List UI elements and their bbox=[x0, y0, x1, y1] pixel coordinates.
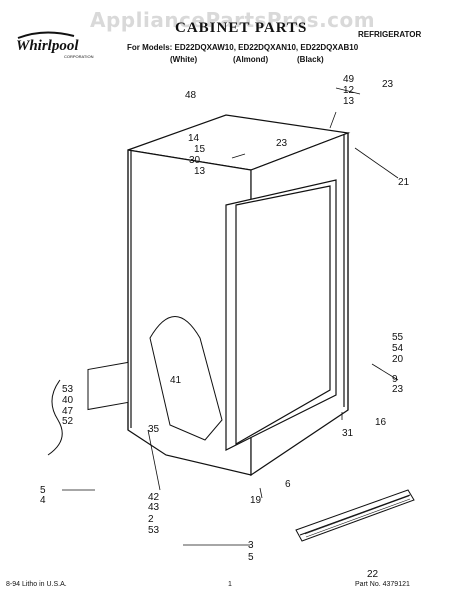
side-cutout bbox=[149, 316, 223, 441]
callout-number: 21 bbox=[398, 177, 410, 188]
models-line: For Models: ED22DQXAW10, ED22DQXAN10, ED… bbox=[127, 43, 359, 52]
callout-number: 30 bbox=[189, 155, 201, 166]
color-almond: (Almond) bbox=[233, 55, 269, 64]
callout-number: 52 bbox=[62, 416, 74, 427]
callout-number: 23 bbox=[276, 138, 288, 149]
brand-subtitle: CORPORATION bbox=[64, 54, 94, 59]
callout-number: 49 bbox=[343, 74, 355, 85]
callout-number: 5 bbox=[248, 552, 254, 563]
callout-number: 16 bbox=[375, 417, 387, 428]
callout-number: 22 bbox=[367, 569, 379, 580]
callout-number: 12 bbox=[343, 85, 355, 96]
callout-number: 53 bbox=[148, 525, 160, 536]
callout-number: 54 bbox=[392, 343, 404, 354]
callout-number: 9 bbox=[392, 374, 398, 385]
callout-number: 53 bbox=[62, 384, 74, 395]
toe-grille bbox=[295, 489, 415, 542]
callout-number: 23 bbox=[392, 384, 404, 395]
callout-number: 20 bbox=[392, 354, 404, 365]
page-title: CABINET PARTS bbox=[175, 20, 308, 36]
callout-number: 5 bbox=[40, 485, 46, 496]
callout-number: 14 bbox=[188, 133, 200, 144]
whirlpool-logo-swoosh: Whirlpool CORPORATION bbox=[16, 31, 94, 59]
callout-number: 2 bbox=[148, 514, 154, 525]
callout-number: 3 bbox=[248, 540, 254, 551]
callout-number: 35 bbox=[148, 424, 160, 435]
callout-number: 41 bbox=[170, 375, 182, 386]
callout-number: 4 bbox=[40, 495, 46, 506]
color-white: (White) bbox=[170, 55, 198, 64]
callout-number: 19 bbox=[250, 495, 262, 506]
power-cord bbox=[47, 361, 129, 456]
callout-number: 31 bbox=[342, 428, 354, 439]
callout-number: 55 bbox=[392, 332, 404, 343]
whirlpool-logo: Whirlpool CORPORATION bbox=[14, 28, 114, 64]
watermark-text: AppliancePartsPros.com bbox=[90, 8, 376, 32]
callout-number: 23 bbox=[382, 79, 394, 90]
callout-number: 15 bbox=[194, 144, 206, 155]
callout-number: 13 bbox=[194, 166, 206, 177]
callout-number: 47 bbox=[62, 406, 74, 417]
callout-number: 40 bbox=[62, 395, 74, 406]
callout-number: 43 bbox=[148, 502, 160, 513]
color-black: (Black) bbox=[297, 55, 324, 64]
callout-number: 48 bbox=[185, 90, 197, 101]
callout-number: 42 bbox=[148, 492, 160, 503]
brand-name: Whirlpool bbox=[16, 38, 79, 54]
callout-number: 6 bbox=[285, 479, 291, 490]
category-label: REFRIGERATOR bbox=[358, 30, 422, 39]
footer-litho: 8-94 Litho in U.S.A. bbox=[6, 581, 67, 588]
leader-lines bbox=[62, 87, 399, 546]
footer-part-number: Part No. 4379121 bbox=[355, 581, 410, 588]
callout-number: 13 bbox=[343, 96, 355, 107]
footer-page-number: 1 bbox=[228, 581, 232, 588]
cabinet-body bbox=[127, 114, 351, 477]
